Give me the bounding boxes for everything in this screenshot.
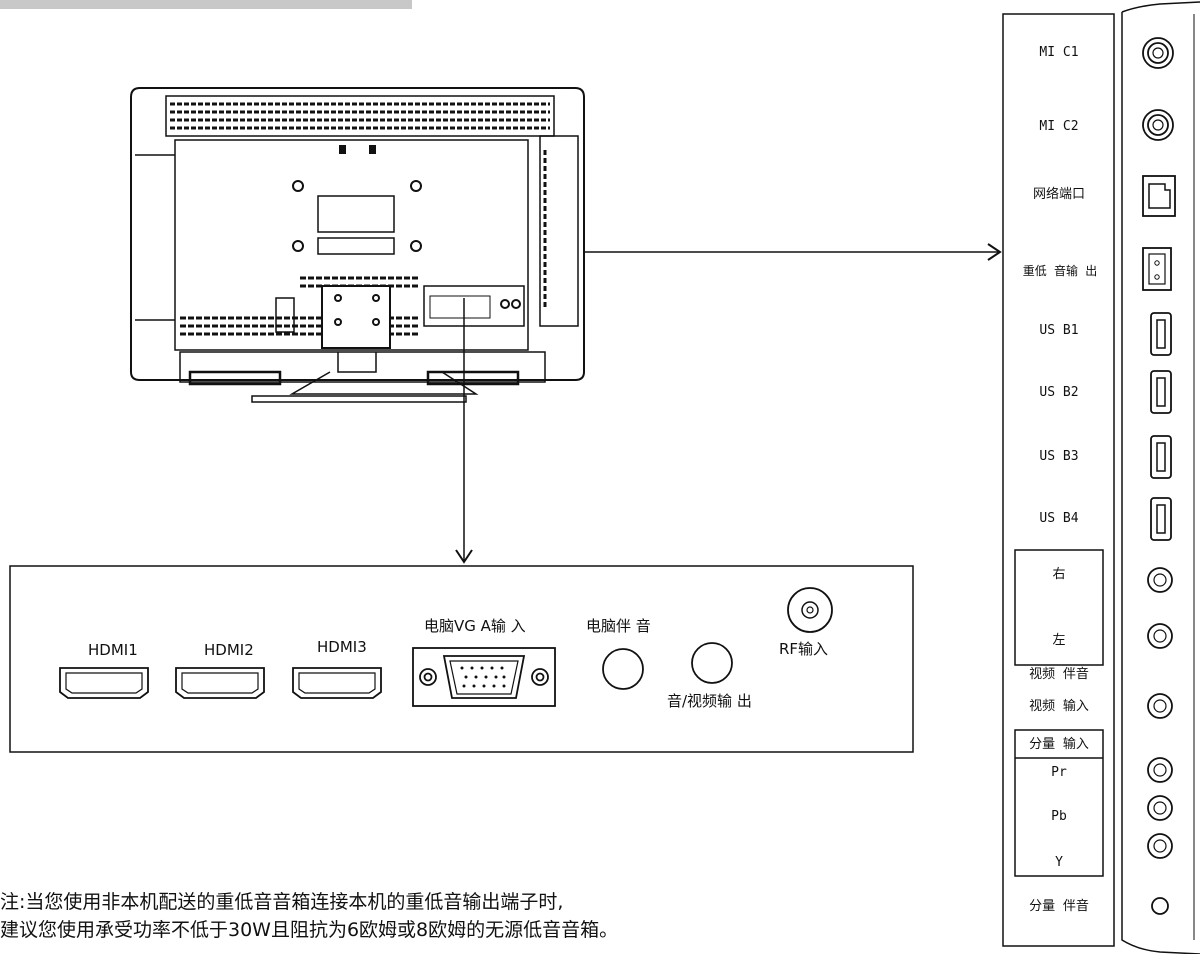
audio-left-jack-icon	[1147, 623, 1173, 649]
audio-right-jack-icon	[1147, 567, 1173, 593]
video-in-label: 视频 输入	[1029, 699, 1089, 714]
component-in-label: 分量 输入	[1029, 737, 1089, 752]
side-connection-panel	[1002, 1, 1201, 954]
mic2-label: MI C2	[1039, 119, 1079, 134]
hdmi2-label: HDMI2	[204, 641, 254, 659]
note-line-2: 建议您使用承受功率不低于30W且阻抗为6欧姆或8欧姆的无源低音音箱。	[0, 919, 619, 941]
y-jack-icon	[1147, 833, 1173, 859]
mic2-jack-icon	[1142, 109, 1174, 141]
arrow-to-bottom-panel	[455, 298, 473, 564]
tv-rear-illustration	[130, 87, 585, 403]
pb-jack-icon	[1147, 795, 1173, 821]
hdmi3-label: HDMI3	[317, 638, 367, 656]
network-port-icon	[1142, 175, 1176, 217]
header-bar	[0, 0, 412, 9]
av-out-jack-icon	[691, 642, 733, 684]
usb4-port-icon	[1150, 497, 1172, 541]
pr-jack-icon	[1147, 757, 1173, 783]
pr-label: Pr	[1051, 765, 1067, 780]
hdmi2-port-icon	[175, 667, 265, 699]
audio-right-label: 右	[1052, 567, 1066, 582]
vga-port-icon	[412, 647, 556, 707]
video-audio-label: 视频 伴音	[1029, 667, 1089, 682]
component-audio-jack-icon	[1151, 897, 1169, 915]
hdmi3-port-icon	[292, 667, 382, 699]
usb2-label: US B2	[1039, 385, 1079, 400]
usb4-label: US B4	[1039, 511, 1079, 526]
pc-audio-jack-icon	[602, 648, 644, 690]
av-out-label: 音/视频输 出	[667, 692, 752, 710]
pb-label: Pb	[1051, 809, 1067, 824]
usb1-label: US B1	[1039, 323, 1079, 338]
vga-in-label: 电脑VG A输 入	[424, 617, 526, 635]
usb3-port-icon	[1150, 435, 1172, 479]
mic1-label: MI C1	[1039, 45, 1079, 60]
hdmi1-label: HDMI1	[88, 641, 138, 659]
audio-left-label: 左	[1052, 633, 1066, 648]
pc-audio-label: 电脑伴 音	[586, 617, 651, 635]
hdmi1-port-icon	[59, 667, 149, 699]
subwoofer-port-icon	[1142, 247, 1172, 291]
usb3-label: US B3	[1039, 449, 1079, 464]
note-line-1: 注:当您使用非本机配送的重低音音箱连接本机的重低音输出端子时,	[0, 891, 564, 913]
mic1-jack-icon	[1142, 37, 1174, 69]
subwoofer-out-label: 重低 音输 出	[1022, 264, 1098, 278]
bottom-connection-panel	[9, 565, 914, 753]
component-audio-label: 分量 伴音	[1029, 899, 1089, 914]
rf-in-jack-icon	[787, 587, 833, 633]
rf-in-label: RF输入	[779, 640, 829, 658]
network-label: 网络端口	[1032, 187, 1085, 202]
usb1-port-icon	[1150, 312, 1172, 356]
y-label: Y	[1055, 855, 1063, 870]
video-in-jack-icon	[1147, 693, 1173, 719]
arrow-to-side-panel	[584, 243, 1002, 261]
usb2-port-icon	[1150, 370, 1172, 414]
